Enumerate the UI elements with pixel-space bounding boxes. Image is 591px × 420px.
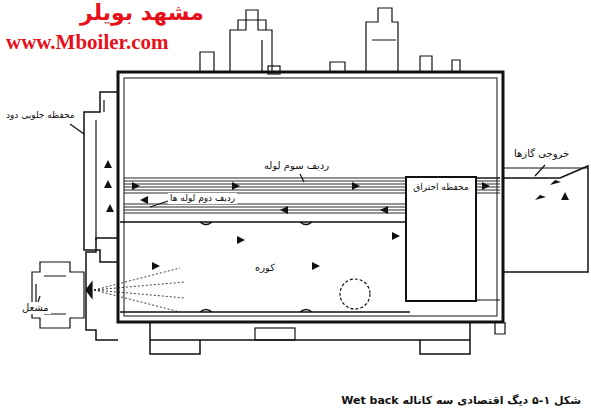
flame: [94, 268, 185, 312]
tube-line: [124, 190, 405, 191]
combustion-chamber: محفظه احتراق: [405, 176, 477, 302]
tube-line: [124, 207, 405, 208]
flow-arrow: [106, 204, 114, 212]
tube-line: [124, 204, 405, 205]
flow-arrow: [237, 236, 245, 244]
tube-line: [477, 190, 500, 191]
part-name: ردیف دوم لوله ها: [168, 193, 237, 204]
tube-line: [124, 187, 405, 188]
smoke-chamber-door: [96, 100, 104, 240]
top-nozzle: [420, 56, 460, 72]
front-smoke-chamber: [84, 92, 118, 262]
figure-caption: شکل ۱-۵ دیگ اقتصادی سه کاناله Wet back: [339, 394, 583, 407]
tube-line: [124, 213, 405, 214]
tube-line: [477, 184, 500, 185]
burner-nozzle: [86, 282, 92, 298]
furnace-tube: [120, 222, 410, 312]
tube-sheet: [477, 178, 500, 300]
flow-arrow: [104, 160, 112, 168]
part-name: ردیف سوم لوله: [262, 160, 331, 172]
shell-inner: [124, 78, 497, 316]
flow-arrow: [535, 195, 546, 200]
node-text: محفظه احتراق: [411, 182, 470, 192]
leader-line: [70, 124, 84, 134]
flow-arrow: [104, 180, 112, 188]
flow-arrow: [380, 206, 388, 214]
flow-arrow: [280, 206, 288, 214]
tube-line: [124, 181, 405, 182]
watermark-url: www.Mboiler.com: [4, 30, 171, 55]
burner: [32, 262, 84, 328]
leader-line: [535, 165, 545, 176]
flow-arrows: [104, 160, 569, 278]
top-fitting: [330, 8, 398, 72]
part-name: خروجی گازها: [512, 148, 571, 160]
flow-arrow: [232, 182, 240, 190]
exhaust-box: [503, 166, 588, 272]
flow-arrow: [312, 262, 320, 270]
top-valve: [200, 10, 272, 72]
exhaust-flange: [503, 167, 588, 168]
furnace-label-box: کوره: [122, 224, 408, 310]
boiler-shell: [118, 72, 503, 322]
tube-line: [124, 210, 405, 211]
flow-arrow: [550, 180, 561, 185]
tube-line: [124, 193, 405, 194]
flow-arrow: [392, 232, 400, 240]
base-plate: [255, 328, 295, 340]
flow-arrow: [140, 196, 148, 204]
flow-arrow: [132, 182, 140, 190]
tube-line: [477, 178, 500, 179]
tube-line: [124, 178, 405, 179]
base: [150, 322, 470, 354]
flow-arrow: [482, 182, 490, 190]
tube-line: [477, 193, 500, 194]
flow-arrow: [561, 192, 569, 200]
flow-arrow: [152, 262, 160, 270]
flow-arrow: [352, 182, 360, 190]
node-text: کوره: [253, 262, 277, 273]
furnace-swirl: [340, 279, 370, 309]
drain: [495, 322, 505, 334]
part-name: محفظه جلویی دود: [4, 110, 77, 121]
part-name: مشعل: [20, 302, 51, 314]
tube-line: [124, 184, 405, 185]
tube-line: [477, 181, 500, 182]
watermark: مشهد بویلر: [78, 0, 206, 26]
